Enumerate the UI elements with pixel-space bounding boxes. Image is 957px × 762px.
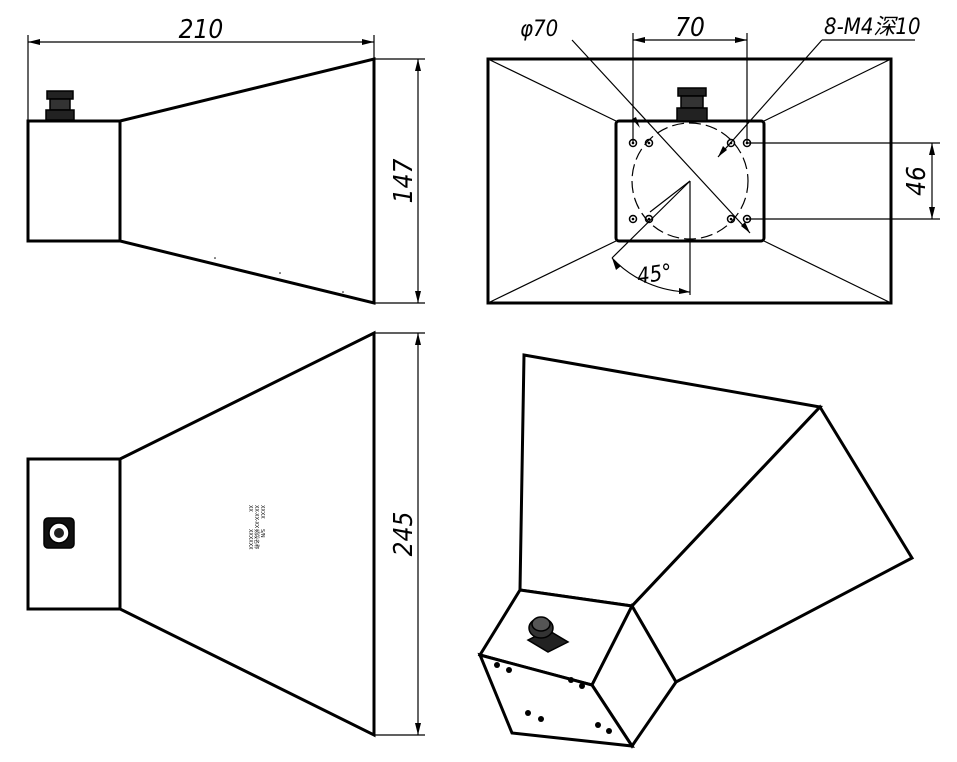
- svg-text:频段名称: 频段名称: [253, 529, 260, 549]
- dim-diameter: φ70: [520, 17, 751, 234]
- dim-angle: 45°: [611, 180, 691, 295]
- nameplate: XXXX XX-XX-XX XX S/N 频段名称 XXXXXX: [247, 505, 265, 550]
- waveguide-box-side: [26, 119, 122, 243]
- svg-text:S/N: S/N: [259, 529, 265, 538]
- dim-width-label: 245: [389, 512, 419, 557]
- dim-angle-label: 45°: [635, 260, 673, 290]
- iso-box-front: [477, 652, 635, 748]
- horn-flare-side: [118, 57, 376, 305]
- svg-text:XXXX: XXXX: [259, 505, 265, 519]
- thread-callout: 8-M4深10: [717, 15, 921, 158]
- isometric-view: [477, 353, 915, 749]
- connector-face: [43, 517, 75, 549]
- dim-pitch-label: 70: [675, 13, 705, 43]
- dim-length: 210: [27, 15, 375, 121]
- svg-text:XXXXXX: XXXXXX: [247, 529, 253, 550]
- dim-width: 245: [374, 332, 425, 736]
- connector-front: [676, 87, 708, 122]
- side-view: 210 147: [26, 15, 425, 305]
- top-view: XXXX XX-XX-XX XX S/N 频段名称 XXXXXX 245: [26, 330, 425, 738]
- svg-text:XX: XX: [247, 505, 253, 512]
- front-view: φ70 70 8-M4深10 46: [486, 13, 940, 305]
- dim-spacing: 46: [747, 142, 940, 220]
- dim-height: 147: [374, 58, 425, 304]
- connector-side: [45, 90, 75, 121]
- connector-iso: [526, 616, 570, 653]
- dim-spacing-label: 46: [902, 166, 932, 196]
- dim-pitch: 70: [632, 13, 748, 143]
- dim-diameter-label: φ70: [520, 17, 558, 42]
- thread-callout-label: 8-M4深10: [824, 15, 921, 40]
- dim-length-label: 210: [179, 15, 224, 45]
- dim-height-label: 147: [389, 159, 419, 204]
- svg-text:XX-XX-XX: XX-XX-XX: [253, 505, 259, 529]
- iso-bolt-holes: [494, 662, 612, 734]
- horn-flare-top: [118, 330, 376, 738]
